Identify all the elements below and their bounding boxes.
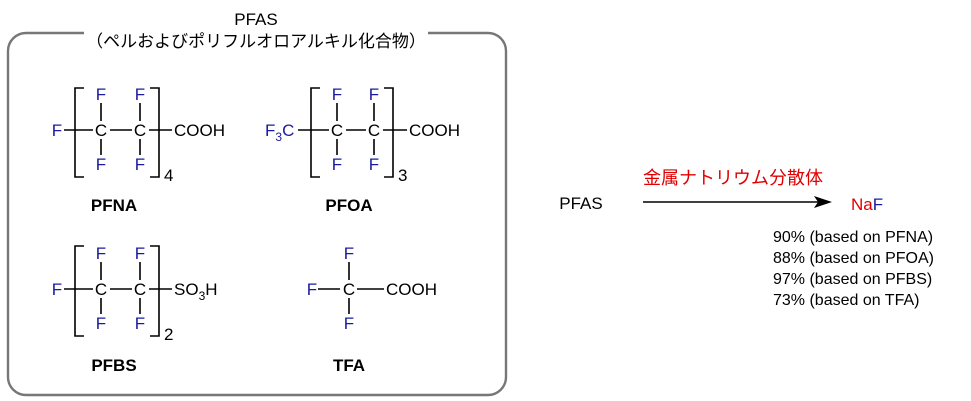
atom-c: C — [331, 121, 343, 140]
yield-line: 97% (based on PFBS) — [773, 271, 932, 288]
atom-f: F — [96, 85, 106, 104]
yield-line: 73% (based on TFA) — [773, 292, 919, 309]
carboxyl-group: COOH — [386, 280, 437, 299]
molecule-name: PFNA — [91, 196, 137, 215]
repeat-bracket-left — [74, 245, 84, 337]
atom-f: F — [96, 314, 106, 333]
carboxyl-group: COOH — [409, 121, 460, 140]
atom-c: C — [368, 121, 380, 140]
yield-line: 90% (based on PFNA) — [773, 229, 933, 246]
atom-c: C — [95, 121, 107, 140]
reaction-arrow-head — [814, 196, 832, 208]
molecule-pfna: F C C F F F F COOH 4 PFNA — [52, 85, 225, 215]
atom-f: F — [135, 244, 145, 263]
repeat-bracket-right — [150, 245, 160, 337]
yield-line: 88% (based on PFOA) — [773, 250, 934, 267]
repeat-count: 2 — [164, 325, 173, 344]
atom-f: F — [369, 155, 379, 174]
atom-c: C — [343, 280, 355, 299]
trifluoromethyl-group: F3C — [265, 121, 294, 144]
molecule-name: PFOA — [325, 196, 372, 215]
atom-f: F — [52, 280, 62, 299]
carboxyl-group: COOH — [174, 121, 225, 140]
molecule-name: TFA — [333, 356, 365, 375]
reactant-label: PFAS — [559, 194, 602, 213]
box-title: PFAS — [234, 10, 277, 29]
molecule-tfa: F C F F COOH TFA — [307, 244, 437, 375]
atom-f: F — [344, 314, 354, 333]
atom-f: F — [96, 155, 106, 174]
sulfonic-acid-group: SO3H — [174, 280, 218, 303]
repeat-bracket-left — [74, 87, 84, 178]
atom-f: F — [332, 155, 342, 174]
molecule-pfbs: F C C F F F F SO3H 2 PFBS — [52, 244, 218, 375]
repeat-bracket-right — [150, 87, 160, 178]
repeat-count: 4 — [164, 166, 173, 185]
atom-f: F — [96, 244, 106, 263]
product-label: NaF — [851, 195, 883, 214]
atom-f: F — [52, 121, 62, 140]
atom-f: F — [135, 314, 145, 333]
atom-c: C — [134, 280, 146, 299]
box-title-backdrop — [84, 6, 428, 56]
atom-f: F — [344, 244, 354, 263]
atom-c: C — [95, 280, 107, 299]
atom-f: F — [332, 85, 342, 104]
reaction: PFAS 金属ナトリウム分散体 NaF 90% (based on PFNA) … — [559, 168, 934, 309]
molecule-name: PFBS — [91, 356, 136, 375]
repeat-bracket-left — [310, 87, 320, 178]
atom-f: F — [369, 85, 379, 104]
atom-c: C — [134, 121, 146, 140]
reagent-label: 金属ナトリウム分散体 — [643, 168, 823, 188]
repeat-count: 3 — [398, 166, 407, 185]
repeat-bracket-right — [384, 87, 394, 178]
molecule-pfoa: F3C C C F F F F COOH 3 PFOA — [265, 85, 460, 215]
atom-f: F — [135, 85, 145, 104]
atom-f: F — [307, 280, 317, 299]
box-subtitle: （ペルおよびポリフルオロアルキル化合物） — [86, 32, 426, 51]
atom-f: F — [135, 155, 145, 174]
